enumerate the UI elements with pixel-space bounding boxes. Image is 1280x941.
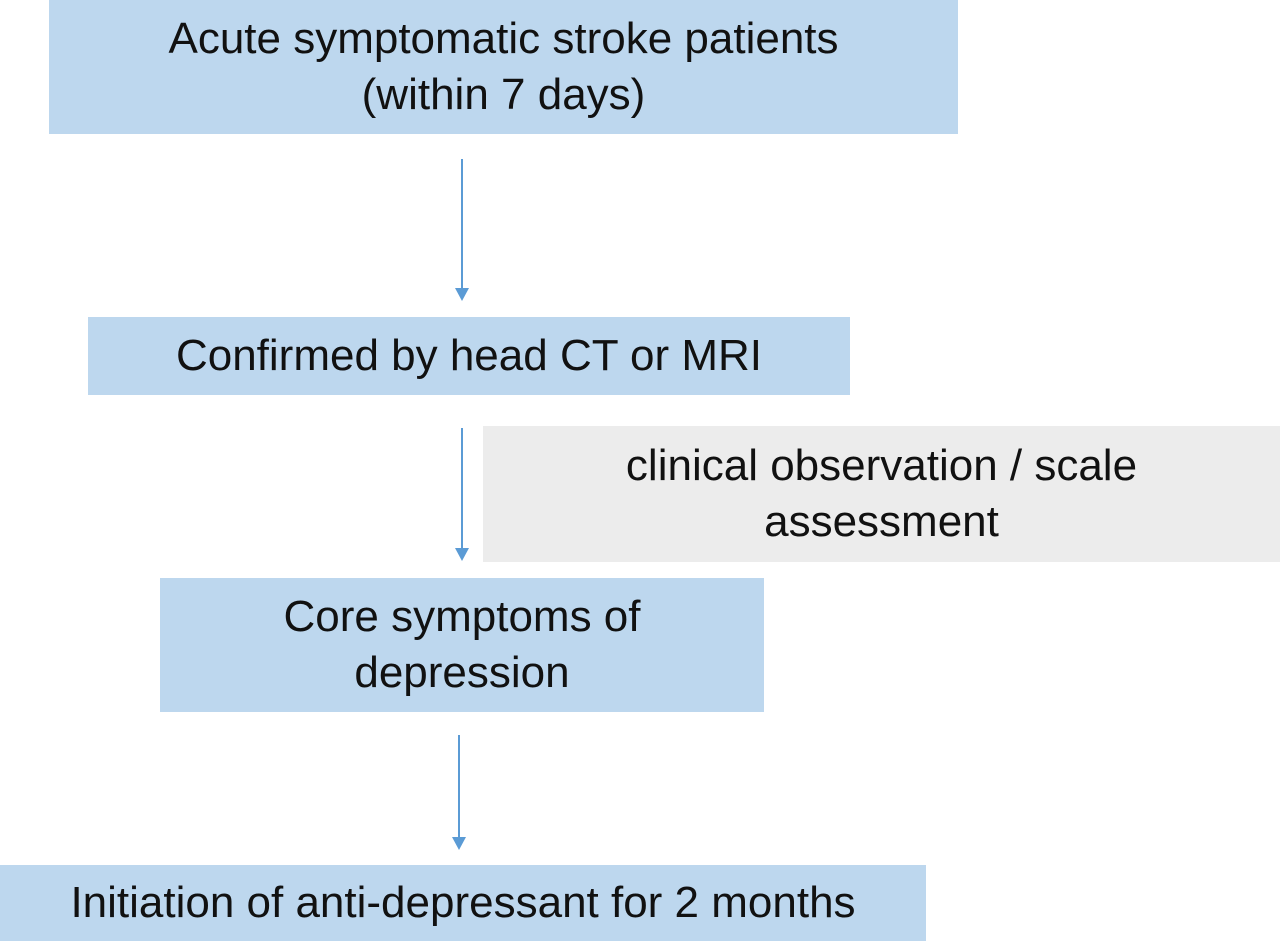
step-1-line-1: Acute symptomatic stroke patients [168, 14, 839, 63]
flow-step-core-symptoms: Core symptoms of depression [160, 578, 764, 712]
step-2-line-1: Confirmed by head CT or MRI [175, 331, 763, 380]
arrow-1 [455, 159, 469, 301]
side-note-assessment: clinical observation / scale assessment [483, 426, 1280, 562]
flow-step-imaging-confirmation: Confirmed by head CT or MRI [88, 317, 850, 395]
note-line-1: clinical observation / scale [625, 441, 1138, 490]
step-3-line-2: depression [354, 648, 570, 697]
step-4-line-1: Initiation of anti-depressant for 2 mont… [70, 878, 856, 927]
arrow-3 [452, 735, 466, 850]
step-1-line-2: (within 7 days) [361, 70, 646, 119]
note-line-2: assessment [764, 497, 999, 546]
flow-step-antidepressant-initiation: Initiation of anti-depressant for 2 mont… [0, 865, 926, 941]
step-3-line-1: Core symptoms of [283, 592, 641, 641]
arrow-2 [455, 428, 469, 561]
flow-step-acute-stroke: Acute symptomatic stroke patients (withi… [49, 0, 958, 134]
